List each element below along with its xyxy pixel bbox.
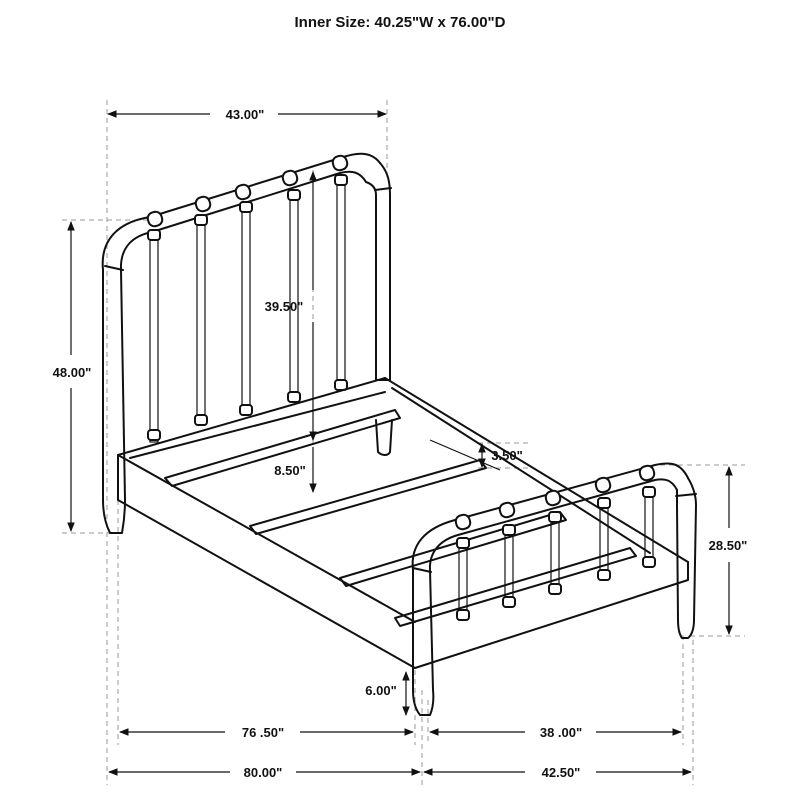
bed-line-drawing <box>101 152 697 716</box>
dimension-labels: 43.00" 48.00" 39.50" 8.50" 3.50" 28.50" … <box>53 107 748 780</box>
dimension-lines <box>67 110 733 776</box>
footboard-spindles <box>456 486 656 621</box>
leg-height-label: 6.00" <box>365 683 396 698</box>
headboard-knobs <box>146 154 349 228</box>
overall-width-label: 42.50" <box>542 765 581 780</box>
headboard <box>101 152 393 534</box>
rail-height-label: 3.50" <box>491 448 522 463</box>
total-height-label: 48.00" <box>53 365 92 380</box>
overall-length-label: 80.00" <box>244 765 283 780</box>
footboard-knobs <box>454 464 656 531</box>
floor-clearance-label: 8.50" <box>274 463 305 478</box>
footboard-height-label: 28.50" <box>709 538 748 553</box>
footboard <box>411 462 697 716</box>
headboard-spindles <box>147 174 348 443</box>
bed-frame <box>117 377 689 669</box>
inner-width-label: 38 .00" <box>540 725 582 740</box>
inner-size-title: Inner Size: 40.25"W x 76.00"D <box>295 14 506 31</box>
inner-length-label: 76 .50" <box>242 725 284 740</box>
headboard-panel-label: 39.50" <box>265 299 304 314</box>
headboard-width-label: 43.00" <box>226 107 265 122</box>
